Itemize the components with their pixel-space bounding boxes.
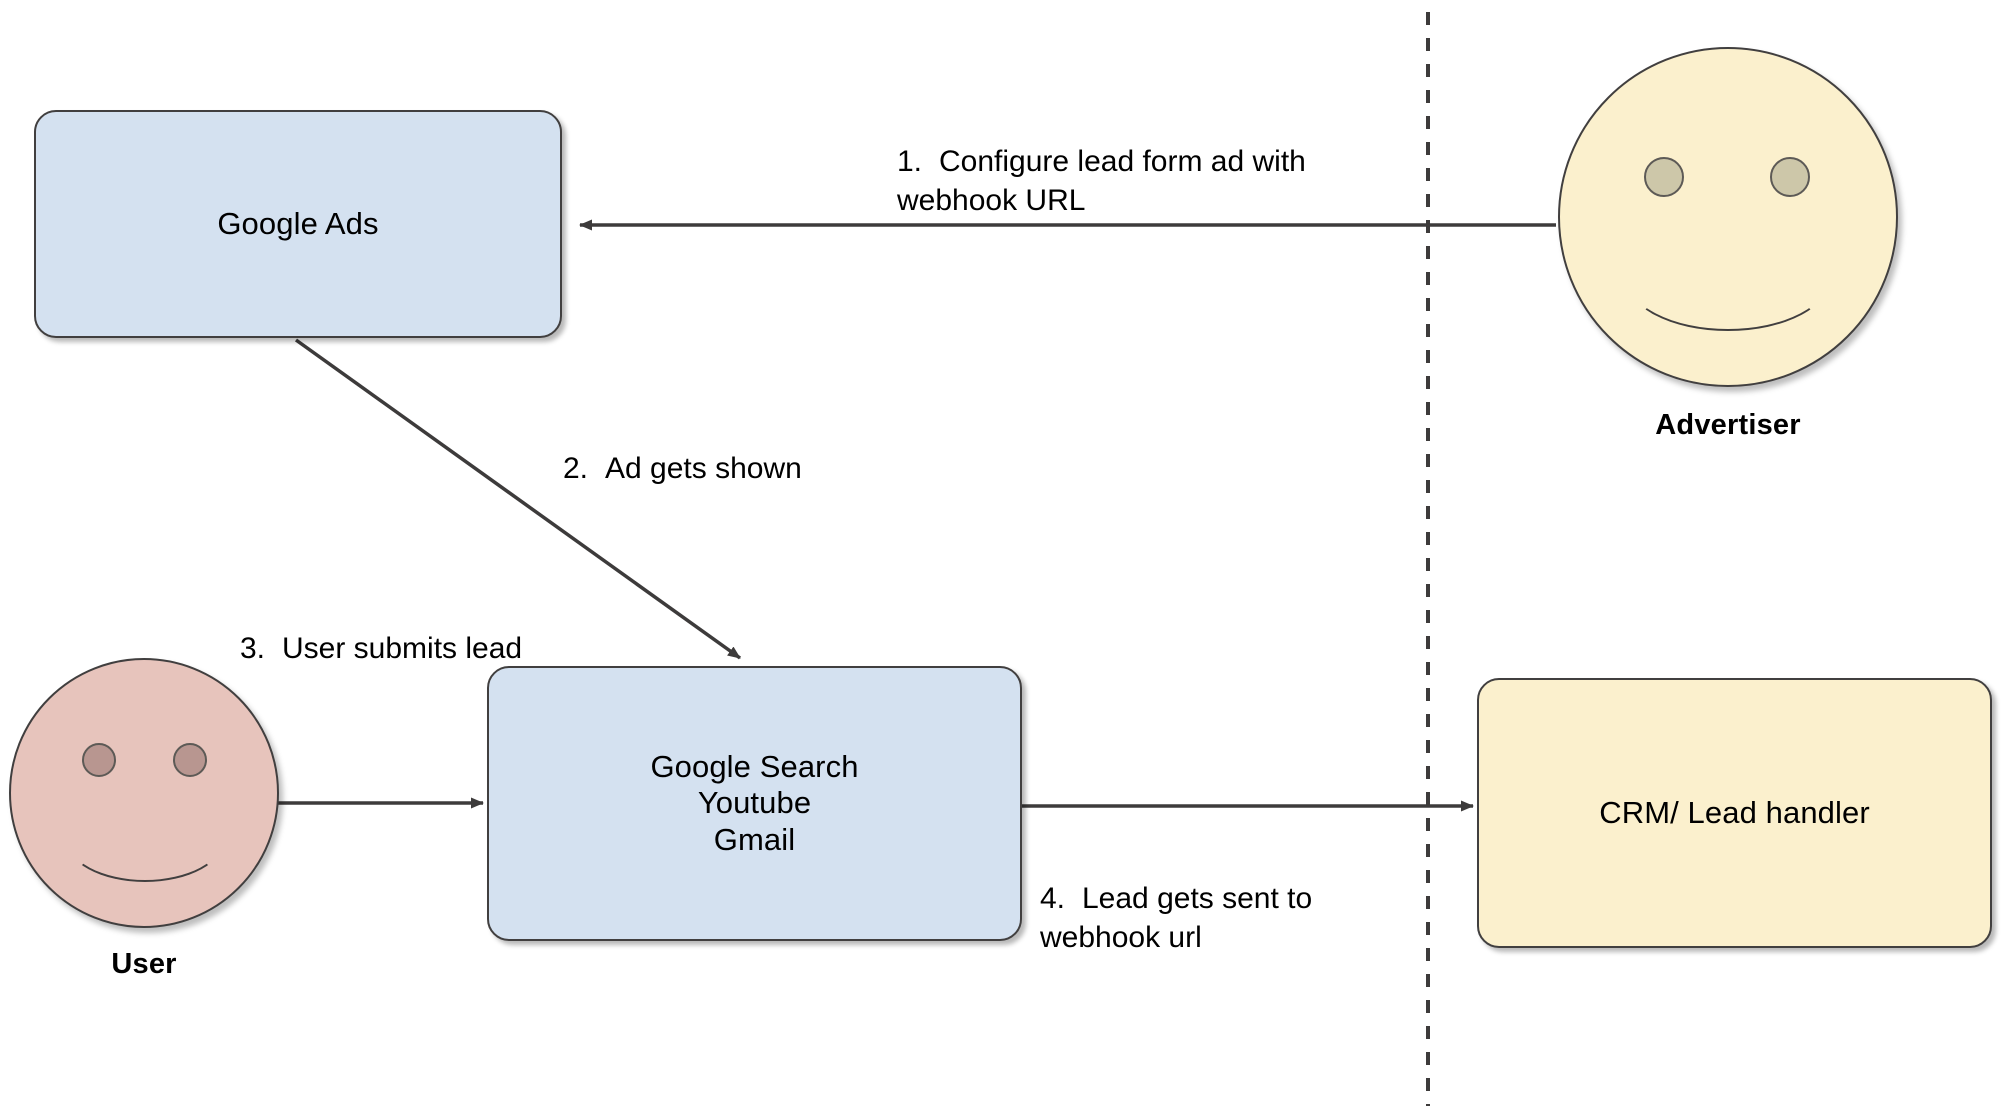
actor-advertiser-caption: Advertiser bbox=[1655, 409, 1801, 441]
edge-label-step-3-text: User submits lead bbox=[282, 632, 523, 666]
smiley-face-icon bbox=[1558, 47, 1898, 387]
edge-label-step-4-number: 4. bbox=[1040, 882, 1066, 916]
eye-right-icon bbox=[1770, 157, 1810, 197]
node-crm-lead-handler[interactable]: CRM/ Lead handler bbox=[1477, 678, 1992, 948]
actor-user-caption: User bbox=[111, 948, 177, 980]
actor-advertiser[interactable]: Advertiser bbox=[1558, 47, 1898, 441]
smiley-face-icon bbox=[9, 658, 279, 928]
edge-label-step-2-text: Ad gets shown bbox=[605, 452, 802, 486]
edge-label-step-1-text: Configure lead form ad with webhook URL bbox=[897, 145, 1306, 217]
node-google-ads-label: Google Ads bbox=[217, 205, 379, 241]
edge-label-step-3: 3. User submits lead bbox=[240, 592, 660, 669]
node-google-ads[interactable]: Google Ads bbox=[34, 110, 562, 338]
node-google-properties[interactable]: Google Search Youtube Gmail bbox=[487, 666, 1022, 941]
smile-mouth-icon bbox=[1624, 221, 1832, 331]
node-crm-label: CRM/ Lead handler bbox=[1599, 794, 1870, 830]
eye-left-icon bbox=[1644, 157, 1684, 197]
edge-label-step-4-text: Lead gets sent to webhook url bbox=[1040, 882, 1313, 954]
eye-right-icon bbox=[173, 743, 207, 777]
edge-google-ads-to-properties bbox=[294, 338, 742, 660]
actor-user[interactable]: User bbox=[9, 658, 279, 980]
edge-label-step-2: 2. Ad gets shown bbox=[563, 412, 983, 489]
edge-label-step-1: 1.Configure lead form ad with webhook UR… bbox=[897, 105, 1417, 220]
edge-label-step-2-number: 2. bbox=[563, 452, 589, 486]
node-google-properties-label: Google Search Youtube Gmail bbox=[650, 748, 859, 857]
eye-left-icon bbox=[82, 743, 116, 777]
edge-label-step-1-number: 1. bbox=[897, 145, 923, 179]
edge-label-step-3-number: 3. bbox=[240, 632, 266, 666]
smile-mouth-icon bbox=[65, 794, 225, 882]
edge-label-step-4: 4.Lead gets sent to webhook url bbox=[1040, 842, 1440, 957]
